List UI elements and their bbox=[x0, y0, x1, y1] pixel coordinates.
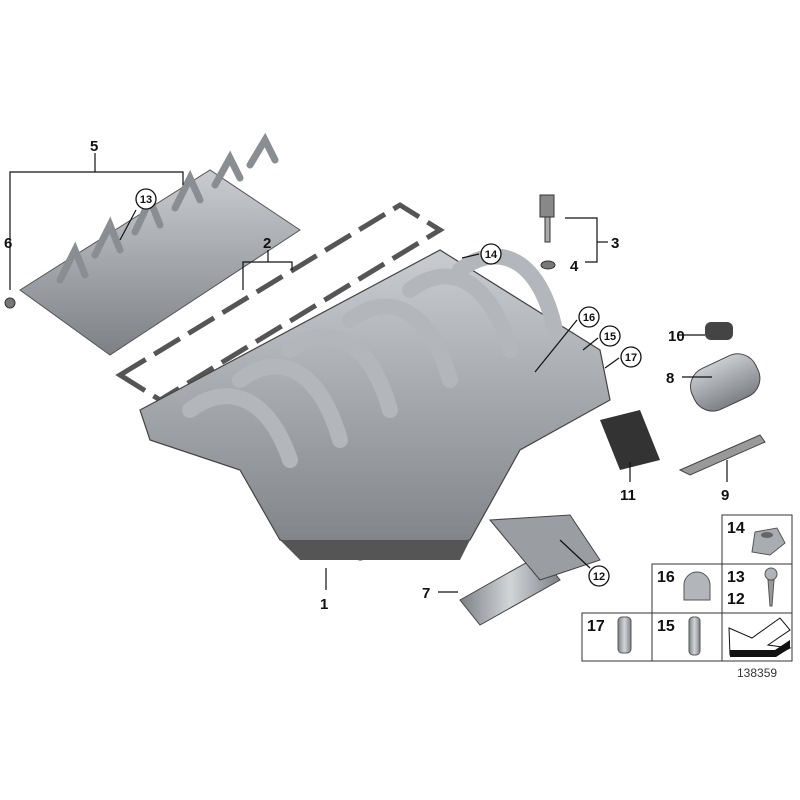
circled-label-13: 13 bbox=[135, 188, 157, 210]
flange-nut-icon bbox=[751, 527, 786, 556]
svg-text:16: 16 bbox=[583, 312, 595, 324]
label-1: 1 bbox=[320, 596, 328, 613]
label-5: 5 bbox=[90, 138, 98, 155]
hardware-table bbox=[581, 514, 793, 662]
sensor-part bbox=[539, 194, 556, 270]
svg-text:17: 17 bbox=[625, 352, 637, 364]
label-9: 9 bbox=[721, 487, 729, 504]
bracket-part bbox=[678, 434, 766, 476]
table-label-16: 16 bbox=[657, 569, 675, 586]
label-10: 10 bbox=[668, 328, 685, 345]
circled-label-14: 14 bbox=[480, 243, 502, 265]
svg-text:13: 13 bbox=[140, 194, 152, 206]
seal-ring-icon bbox=[4, 297, 16, 309]
valve-part bbox=[690, 322, 761, 412]
circled-label-12: 12 bbox=[588, 565, 610, 587]
table-label-14: 14 bbox=[727, 520, 745, 537]
label-7: 7 bbox=[422, 585, 430, 602]
circled-label-15: 15 bbox=[599, 325, 621, 347]
svg-text:12: 12 bbox=[593, 571, 605, 583]
actuator-part bbox=[459, 514, 601, 626]
table-label-17: 17 bbox=[587, 618, 605, 635]
gasket-part bbox=[115, 202, 445, 403]
circled-label-16: 16 bbox=[578, 306, 600, 328]
label-6: 6 bbox=[4, 235, 12, 252]
cap-nut-icon bbox=[683, 571, 711, 601]
label-8: 8 bbox=[666, 370, 674, 387]
spacer-sleeve-icon bbox=[617, 616, 632, 654]
intake-manifold-part bbox=[139, 248, 611, 561]
circled-label-17: 17 bbox=[620, 346, 642, 368]
label-4: 4 bbox=[570, 258, 579, 275]
table-label-12: 12 bbox=[727, 591, 745, 608]
diagram-number: 138359 bbox=[737, 666, 777, 680]
label-3: 3 bbox=[611, 235, 619, 252]
dowel-pin-icon bbox=[688, 616, 701, 656]
rubber-mount-part bbox=[600, 410, 660, 470]
label-11: 11 bbox=[620, 487, 636, 504]
svg-text:15: 15 bbox=[604, 331, 616, 343]
svg-text:14: 14 bbox=[485, 249, 498, 261]
leader-lines bbox=[9, 153, 728, 593]
table-label-13: 13 bbox=[727, 569, 745, 586]
table-label-15: 15 bbox=[657, 618, 675, 635]
label-2: 2 bbox=[263, 235, 271, 252]
direction-arrow-icon bbox=[728, 617, 792, 657]
screw-icon bbox=[764, 567, 778, 607]
